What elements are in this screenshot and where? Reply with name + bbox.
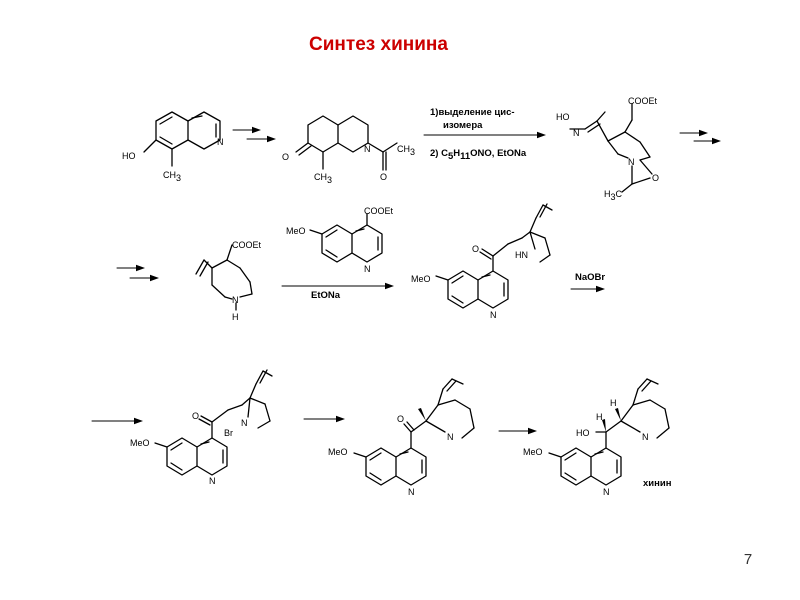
atom-oxime-n: N [573,128,580,138]
reagent-cis-isolation: 1)выделение цис- [430,107,515,118]
atom-methyl: CH3 [314,172,332,185]
atom-n: N [364,264,371,274]
atom-methoxy: MeO [523,447,543,457]
atom-ho: HO [576,428,590,438]
atom-n: N [241,418,248,428]
atom-n: N [209,476,216,486]
atom-nh: HN [515,250,528,260]
atom-ketone-o: O [192,411,199,421]
arrow-step-6: NaOBr [570,272,605,293]
molecule-quinotoxine: MeO O HN N [411,203,553,320]
atom-n: N [628,157,635,167]
atom-ester-cooet: COOEt [364,206,394,216]
atom-acetyl-o: O [652,173,659,183]
molecule-methoxyquinoline-ester: MeO COOEt N [286,206,394,274]
atom-n: N [490,310,497,320]
arrow-step-3 [679,129,721,145]
reagent-etona: EtONa [311,290,341,301]
atom-ketone-o: O [397,414,404,424]
atom-n: N [232,295,239,305]
molecule-meroquinene-ester: COOEt N H [195,240,262,322]
atom-n: N [217,137,224,147]
atom-methoxy: MeO [328,447,348,457]
atom-methoxy: MeO [286,226,306,236]
atom-n: N [408,487,415,497]
atom-n: N [603,487,610,497]
arrow-step-4 [116,264,159,282]
molecule-acetyl-decahydroisoquinolinone: O CH3 N CH3 O [282,115,415,185]
arrow-step-5: EtONa [281,282,394,301]
atom-n: N [447,432,454,442]
atom-h: H [596,412,603,422]
molecule-n-bromo-intermediate: MeO O N Br N [130,369,273,486]
atom-n: N [642,432,649,442]
reagents-step-2: 1)выделение цис- изомера 2) C5H11ONO, Et… [423,107,546,162]
atom-methyl: CH3 [163,170,181,183]
atom-oh: HO [122,151,136,161]
arrow-step-7 [91,417,143,425]
slide-title: Синтез хинина [309,34,448,55]
atom-acetyl-methyl: H3C [604,189,623,202]
atom-ester-cooet: COOEt [232,240,262,250]
arrow-step-9 [498,427,537,435]
atom-ketone-o: O [472,244,479,254]
atom-h: H [610,398,617,408]
reagent-isomer: изомера [443,120,483,131]
atom-ketone-o: O [282,152,289,162]
product-label-quinine: хинин [643,478,672,489]
reagent-amyl-nitrite: 2) C5H11ONO, EtONa [430,148,527,162]
molecule-oxime-intermediate: HO N COOEt N O H3C [556,96,659,202]
atom-h: H [232,312,239,322]
atom-ester-cooet: COOEt [628,96,658,106]
atom-methoxy: MeO [411,274,431,284]
molecule-quinine: MeO HO H H N N хинин [523,378,672,497]
atom-methoxy: MeO [130,438,150,448]
reagent-naobr: NaOBr [575,272,605,283]
molecule-hydroxy-methyl-isoquinoline: HO CH3 N [122,111,224,183]
atom-acetyl-methyl: CH3 [397,144,415,157]
molecule-quininone: MeO O N N [328,378,475,497]
atom-br: Br [224,428,233,438]
arrow-step-8 [303,415,345,423]
atom-acetyl-o: O [380,172,387,182]
atom-n: N [364,144,371,154]
arrow-step-1 [232,126,276,143]
page-number: 7 [743,551,753,568]
atom-oxime-ho: HO [556,112,570,122]
